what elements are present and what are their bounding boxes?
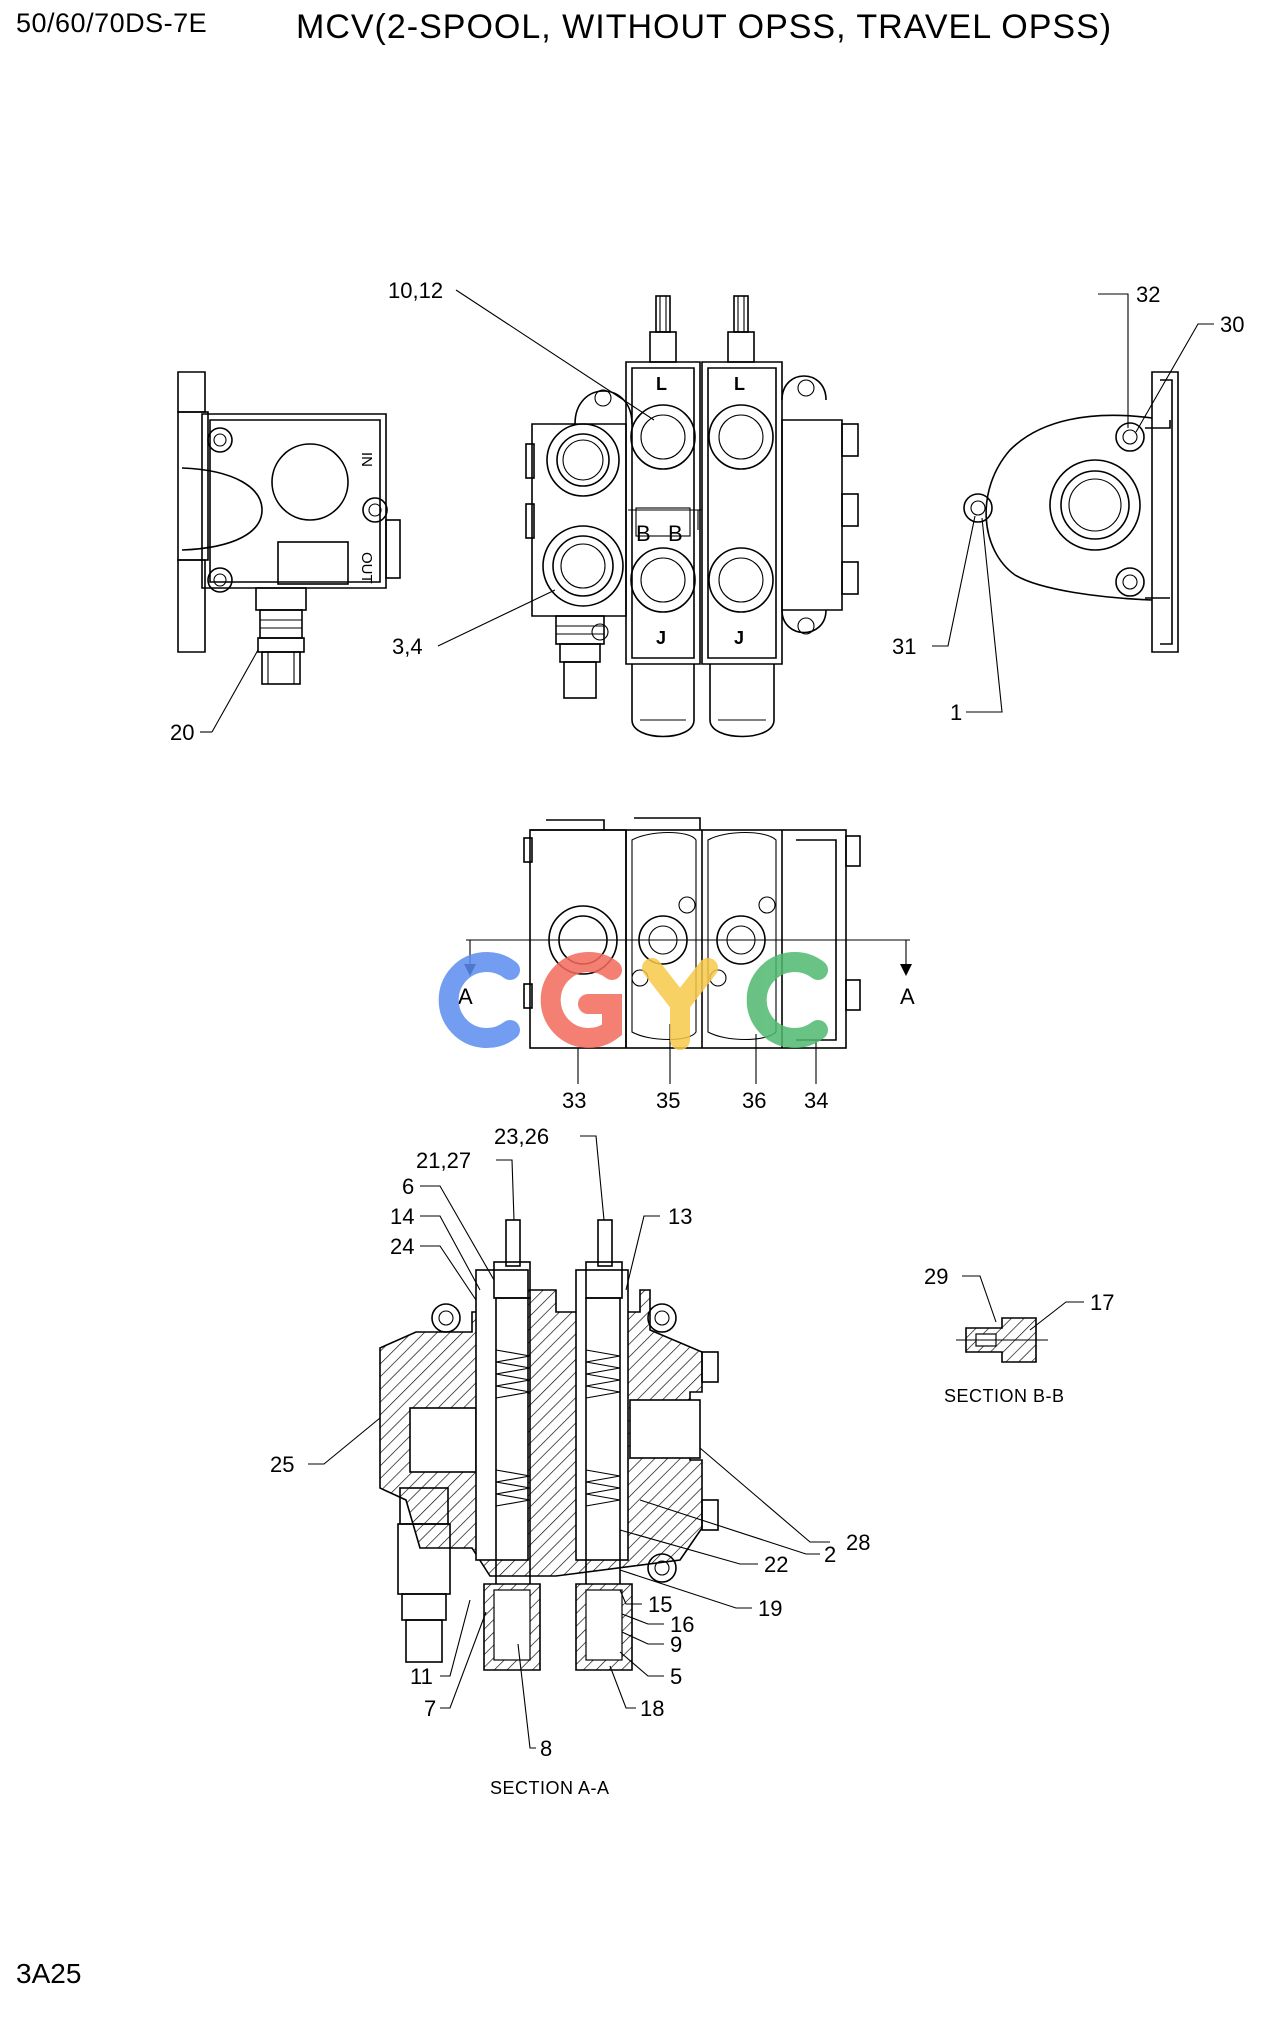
port-out-label: OUT <box>358 552 375 584</box>
callout-16: 16 <box>670 1612 694 1637</box>
section-mark-a-left: A <box>458 984 473 1009</box>
section-mark-a-right: A <box>900 984 915 1009</box>
callout-8: 8 <box>540 1736 552 1761</box>
callout-24: 24 <box>390 1234 414 1259</box>
callout-28: 28 <box>846 1530 870 1555</box>
watermark-logo <box>438 952 828 1050</box>
callout-15: 15 <box>648 1592 672 1617</box>
callout-29: 29 <box>924 1264 948 1289</box>
section-aa-caption: SECTION A-A <box>490 1778 610 1798</box>
front-view: L J L J B B 10,12 3,4 <box>388 278 859 738</box>
callout-13: 13 <box>668 1204 692 1229</box>
callout-14: 14 <box>390 1204 414 1229</box>
callout-6: 6 <box>402 1174 414 1199</box>
section-aa-view: 21,27 23,26 6 14 24 13 25 28 2 22 19 15 … <box>270 1124 870 1798</box>
callout-22: 22 <box>764 1552 788 1577</box>
bottom-view: A A 33 35 36 34 <box>458 817 915 1113</box>
spool1-mark-bottom: J <box>656 628 666 648</box>
section-mark-b-left: B <box>636 521 651 546</box>
spool2-mark-top: L <box>734 374 745 394</box>
right-side-view: 32 30 31 1 <box>892 282 1244 725</box>
section-bb-view: 29 17 SECTION B-B <box>924 1264 1114 1406</box>
callout-9: 9 <box>670 1632 682 1657</box>
callout-11: 11 <box>410 1664 433 1689</box>
section-mark-b-right: B <box>668 521 683 546</box>
callout-33: 33 <box>562 1088 586 1113</box>
callout-23-26: 23,26 <box>494 1124 549 1149</box>
callout-3-4: 3,4 <box>392 634 423 659</box>
callout-32: 32 <box>1136 282 1160 307</box>
callout-5: 5 <box>670 1664 682 1689</box>
callout-25: 25 <box>270 1452 294 1477</box>
port-in-label: IN <box>358 452 375 467</box>
callout-19: 19 <box>758 1596 782 1621</box>
callout-36: 36 <box>742 1088 766 1113</box>
callout-18: 18 <box>640 1696 664 1721</box>
callout-30: 30 <box>1220 312 1244 337</box>
callout-2: 2 <box>824 1542 836 1567</box>
callout-21-27: 21,27 <box>416 1148 471 1173</box>
callout-35: 35 <box>656 1088 680 1113</box>
callout-1: 1 <box>950 700 962 725</box>
left-side-view: IN OUT 20 <box>170 371 401 745</box>
page-title: MCV(2-SPOOL, WITHOUT OPSS, TRAVEL OPSS) <box>296 8 1113 46</box>
callout-20: 20 <box>170 720 194 745</box>
callout-10-12: 10,12 <box>388 278 443 303</box>
section-bb-caption: SECTION B-B <box>944 1386 1065 1406</box>
callout-31: 31 <box>892 634 916 659</box>
callout-7: 7 <box>424 1696 436 1721</box>
spool2-mark-bottom: J <box>734 628 744 648</box>
callout-17: 17 <box>1090 1290 1114 1315</box>
spool1-mark-top: L <box>656 374 667 394</box>
page-code: 3A25 <box>16 1958 82 1989</box>
model-code: 50/60/70DS-7E <box>16 8 208 38</box>
callout-34: 34 <box>804 1088 828 1113</box>
